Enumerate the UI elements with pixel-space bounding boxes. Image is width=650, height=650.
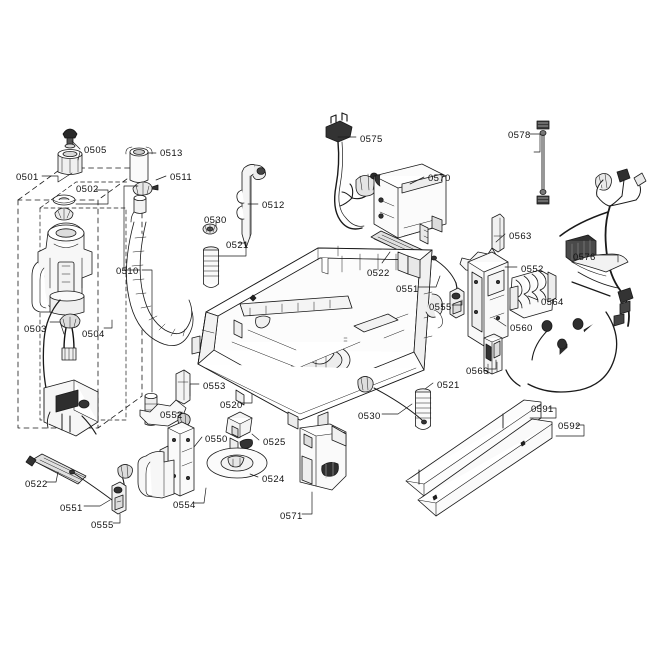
- part-label-0501: 0501: [16, 172, 39, 183]
- part-0504-inlet-valve-body: [31, 222, 93, 316]
- part-label-0591: 0591: [531, 404, 554, 415]
- part-0502-seal: [54, 207, 74, 221]
- part-label-0560: 0560: [510, 323, 533, 334]
- part-0525-float-switch: [225, 411, 253, 457]
- part-label-0592: 0592: [558, 421, 581, 432]
- part-0530-washer: [202, 223, 218, 235]
- part-0560-side-bracket: [467, 251, 509, 347]
- part-0510-drain-hose: [126, 194, 194, 426]
- part-label-0554: 0554: [173, 500, 196, 511]
- part-label-0555-left: 0555: [91, 520, 114, 531]
- part-0522-hinge-pin-left: [25, 453, 87, 485]
- part-label-0571: 0571: [280, 511, 303, 522]
- part-0502-washer: [52, 194, 76, 206]
- part-label-0522-left: 0522: [25, 479, 48, 490]
- part-0570-module: [373, 163, 447, 245]
- part-label-0521-right: 0521: [437, 380, 460, 391]
- group-outline-0504: [39, 181, 129, 421]
- part-0513-collar: [125, 146, 153, 183]
- part-label-0502: 0502: [76, 184, 99, 195]
- part-0521-screw: [203, 246, 220, 288]
- part-label-0520: 0520: [220, 400, 243, 411]
- part-label-0504: 0504: [82, 329, 105, 340]
- part-label-0521: 0521: [226, 240, 249, 251]
- part-0555-cable-end-right: [449, 287, 465, 319]
- part-0564-spring-pack: [509, 269, 557, 319]
- part-label-0510: 0510: [116, 266, 139, 277]
- part-0520-base-frame: [191, 245, 443, 430]
- part-0553-hinge-bracket: [139, 369, 191, 429]
- part-label-0524: 0524: [262, 474, 285, 485]
- part-0554-hinge-cover: [137, 451, 175, 499]
- part-0505-valve-cap: [62, 128, 78, 149]
- part-lower-left-hinge-mech: [43, 379, 99, 437]
- part-label-0553: 0553: [203, 381, 226, 392]
- part-0503-connector: [59, 313, 81, 361]
- part-0576-harness: [505, 168, 647, 393]
- part-0575-power-cord: [325, 112, 378, 230]
- part-label-0551: 0551: [396, 284, 419, 295]
- part-label-0530: 0530: [204, 215, 227, 226]
- part-label-0522: 0522: [367, 268, 390, 279]
- part-label-0563: 0563: [509, 231, 532, 242]
- part-label-0555: 0555: [429, 302, 452, 313]
- part-label-0505: 0505: [84, 145, 107, 156]
- part-label-0564: 0564: [541, 297, 564, 308]
- part-label-0550: 0550: [205, 434, 228, 445]
- part-label-0511: 0511: [170, 172, 193, 183]
- part-label-0575: 0575: [360, 134, 383, 145]
- leader-lines: [41, 133, 619, 524]
- part-label-0552: 0552: [521, 264, 544, 275]
- part-label-0566: 0566: [466, 366, 489, 377]
- part-label-0503: 0503: [24, 324, 47, 335]
- part-0592-base-panel-outer: [417, 418, 553, 517]
- part-0511-clamp: [132, 181, 159, 196]
- part-label-0552-left: 0552: [160, 410, 183, 421]
- part-0571-terminal-cover: [299, 423, 347, 491]
- part-label-0525: 0525: [263, 437, 286, 448]
- part-0578-tension-rod: [536, 120, 550, 205]
- part-label-0576: 0576: [573, 252, 596, 263]
- part-label-0578: 0578: [508, 130, 531, 141]
- part-label-0551-left: 0551: [60, 503, 83, 514]
- part-0512-retainer: [236, 164, 266, 249]
- part-label-0512: 0512: [262, 200, 285, 211]
- part-0521-screw-right: [415, 388, 432, 430]
- part-0503-cable: [42, 299, 61, 389]
- part-0505-nut: [57, 149, 83, 175]
- part-0591-base-panel-inner: [405, 399, 542, 497]
- part-0524-float-disc: [206, 447, 268, 479]
- part-label-0530-right: 0530: [358, 411, 381, 422]
- part-label-0570: 0570: [428, 173, 451, 184]
- part-label-0513: 0513: [160, 148, 183, 159]
- part-0555-cable-end-left: [111, 481, 127, 515]
- part-0530-washer-right: [357, 376, 427, 425]
